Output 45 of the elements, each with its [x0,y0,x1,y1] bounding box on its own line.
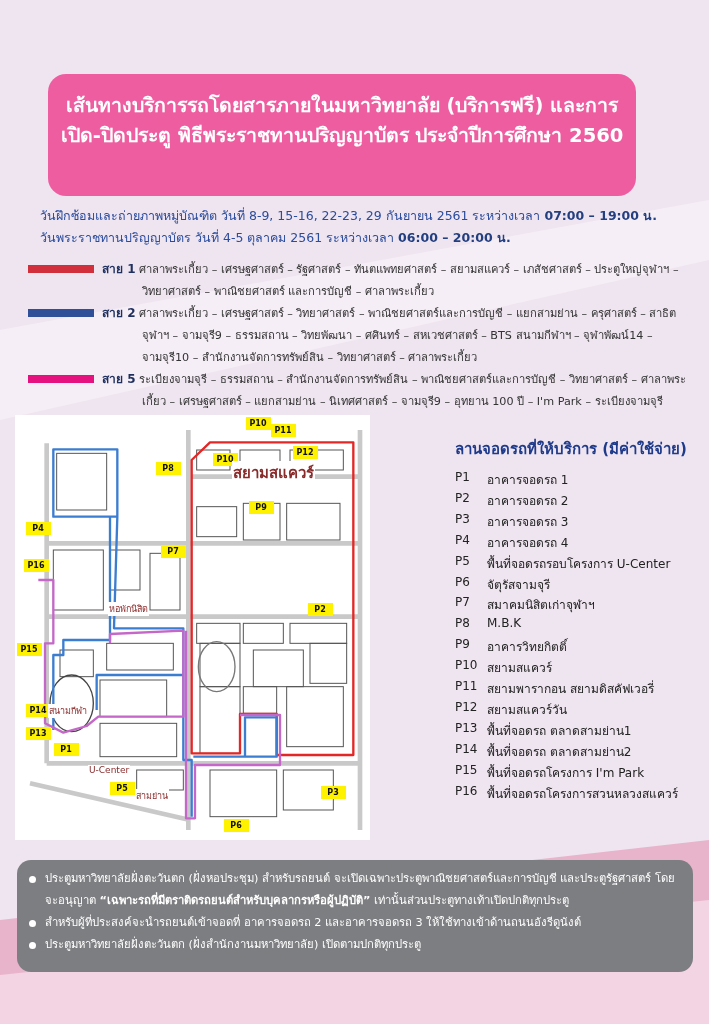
parking-name: พื้นที่จอดรถโครงการสวนหลวงสแควร์ [487,784,678,803]
parking-name: อาคารวิทยกิตติ์ [487,637,567,657]
parking-code: P11 [455,679,478,693]
note-text: ประตูมหาวิทยาลัยฝั่งตะวันตก (ฝั่งหอประชุม) สำหรับรถยนต์ จะเปิดเฉพาะประตูพาณิชยศาสตร์และการบัญชี และประตูรัฐศาสตร์ โดยจะอนุญาต “เฉพาะรถที่มีตราติดรถยนต์สำหรับบุคลากรหรือผู้ปฏิบัติ” เท่านั้นส่วนประตูทางเท้าเปิดปกติทุกประตู [45,869,676,910]
route-description: สาย 2 ศาลาพระเกี้ยว – เศรษฐศาสตร์ – วิทยาศาสตร์ – พาณิชยศาสตร์และการบัญชี – แยกสามย่าน – ครุศาสตร์ – สาธิตจุฬาฯ – จามจุรี9 – ธรรมสถาน – วิทยพัฒนา – ศศินทร์ – สหเวชศาสตร์ – BTS สนามกีฬาฯ – จุฬาพัฒน์14 – จามจุรี10 – สำนักงานจัดการทรัพย์สิน – วิทยาศาสตร์ – ศาลาพระเกี้ยว [102,304,678,366]
parking-code: P15 [455,762,478,777]
parking-name: M.B.K [487,616,522,631]
parking-code: P3 [455,511,470,526]
parking-code: P6 [455,574,470,589]
parking-name: อาคารจอดรถ 3 [487,513,569,531]
parking-name: อาคารจอดรถ 4 [487,534,569,552]
title-banner: เส้นทางบริการรถโดยสารภายในมหาวิทยาลัย (บริการฟรี) และการเปิด-ปิดประตู พิธีพระราชทานปริญญาบัตร ประจำปีการศึกษา 2560 [48,74,636,196]
place-name: สนามกีฬา [48,704,88,718]
parking-name: พื้นที่จอดรถรอบโครงการ U-Center [487,554,671,573]
list-heading: ลานจอดรถที่ให้บริการ (มีค่าใช้จ่าย) [455,437,687,460]
parking-name: สยามสแควร์ [487,660,552,678]
parking-code: P8 [455,616,470,631]
parking-code: P12 [455,699,478,714]
note-text: สำหรับผู้ที่ประสงค์จะนำรถยนต์เข้าจอดที่ อาคารจอดรถ 2 และอาคารจอดรถ 3 ให้ใช้ทางเข้าด้านถนนอังรีดูนังต์ [45,913,583,931]
parking-code: P13 [455,720,478,735]
notes-panel [17,860,693,972]
parking-name: พื้นที่จอดรถ ตลาดสามย่าน1 [487,721,632,740]
place-name: หอพักนิสิต [108,602,149,616]
parking-name: จัตุรัสจามจุรี [487,576,550,594]
parking-name: พื้นที่จอดรถ ตลาดสามย่าน2 [487,742,632,761]
parking-code: P5 [455,553,470,568]
parking-name: อาคารจอดรถ 1 [487,472,569,489]
parking-name: สมาคมนิสิตเก่าจุฬาฯ [487,597,595,615]
parking-code: P14 [455,741,478,756]
date-text: วันพระราชทานปริญญาบัตร วันที่ 4-5 ตุลาคม 2561 ระหว่างเวลา 06:00 – 20:00 น. [40,228,511,248]
note-text: ประตูมหาวิทยาลัยฝั่งตะวันตก (ฝั่งสำนักงานมหาวิทยาลัย) เปิดตามปกติทุกประตู [45,935,422,953]
parking-code: P1 [455,470,470,484]
place-name: U-Center [88,765,131,775]
parking-code: P9 [455,637,470,652]
route-description: สาย 5 ระเบียงจามจุรี – ธรรมสถาน – สำนักงานจัดการทรัพย์สิน – พาณิชยศาสตร์และการบัญชี – วิทยาศาสตร์ – ศาลาพระเกี้ยว – เศรษฐศาสตร์ – แยกสามย่าน – นิเทศศาสตร์ – จามจุรี9 – อุทยาน 100 ปี – I'm Park – ระเบียงจามจุรี [102,371,687,410]
parking-name: สยามพารากอน สยามดิสคัฟเวอรี่ [487,679,654,698]
parking-code: P16 [455,783,478,798]
parking-code: P2 [455,490,470,505]
parking-name: สยามสแควร์วัน [487,701,567,719]
parking-code: P10 [455,658,478,673]
parking-name: พื้นที่จอดรถโครงการ I'm Park [487,763,645,782]
route-description: สาย 1 ศาลาพระเกี้ยว – เศรษฐศาสตร์ – รัฐศาสตร์ – ทันตแพทยศาสตร์ – สยามสแควร์ – เภสัชศาสตร์ – ประตูใหญ่จุฬาฯ – วิทยาศาสตร์ – พาณิชยศาสตร์ และการบัญชี – ศาลาพระเกี้ยว [102,260,680,300]
parking-code: P4 [455,532,470,547]
parking-name: อาคารจอดรถ 2 [487,492,569,510]
parking-code: P7 [455,595,470,610]
